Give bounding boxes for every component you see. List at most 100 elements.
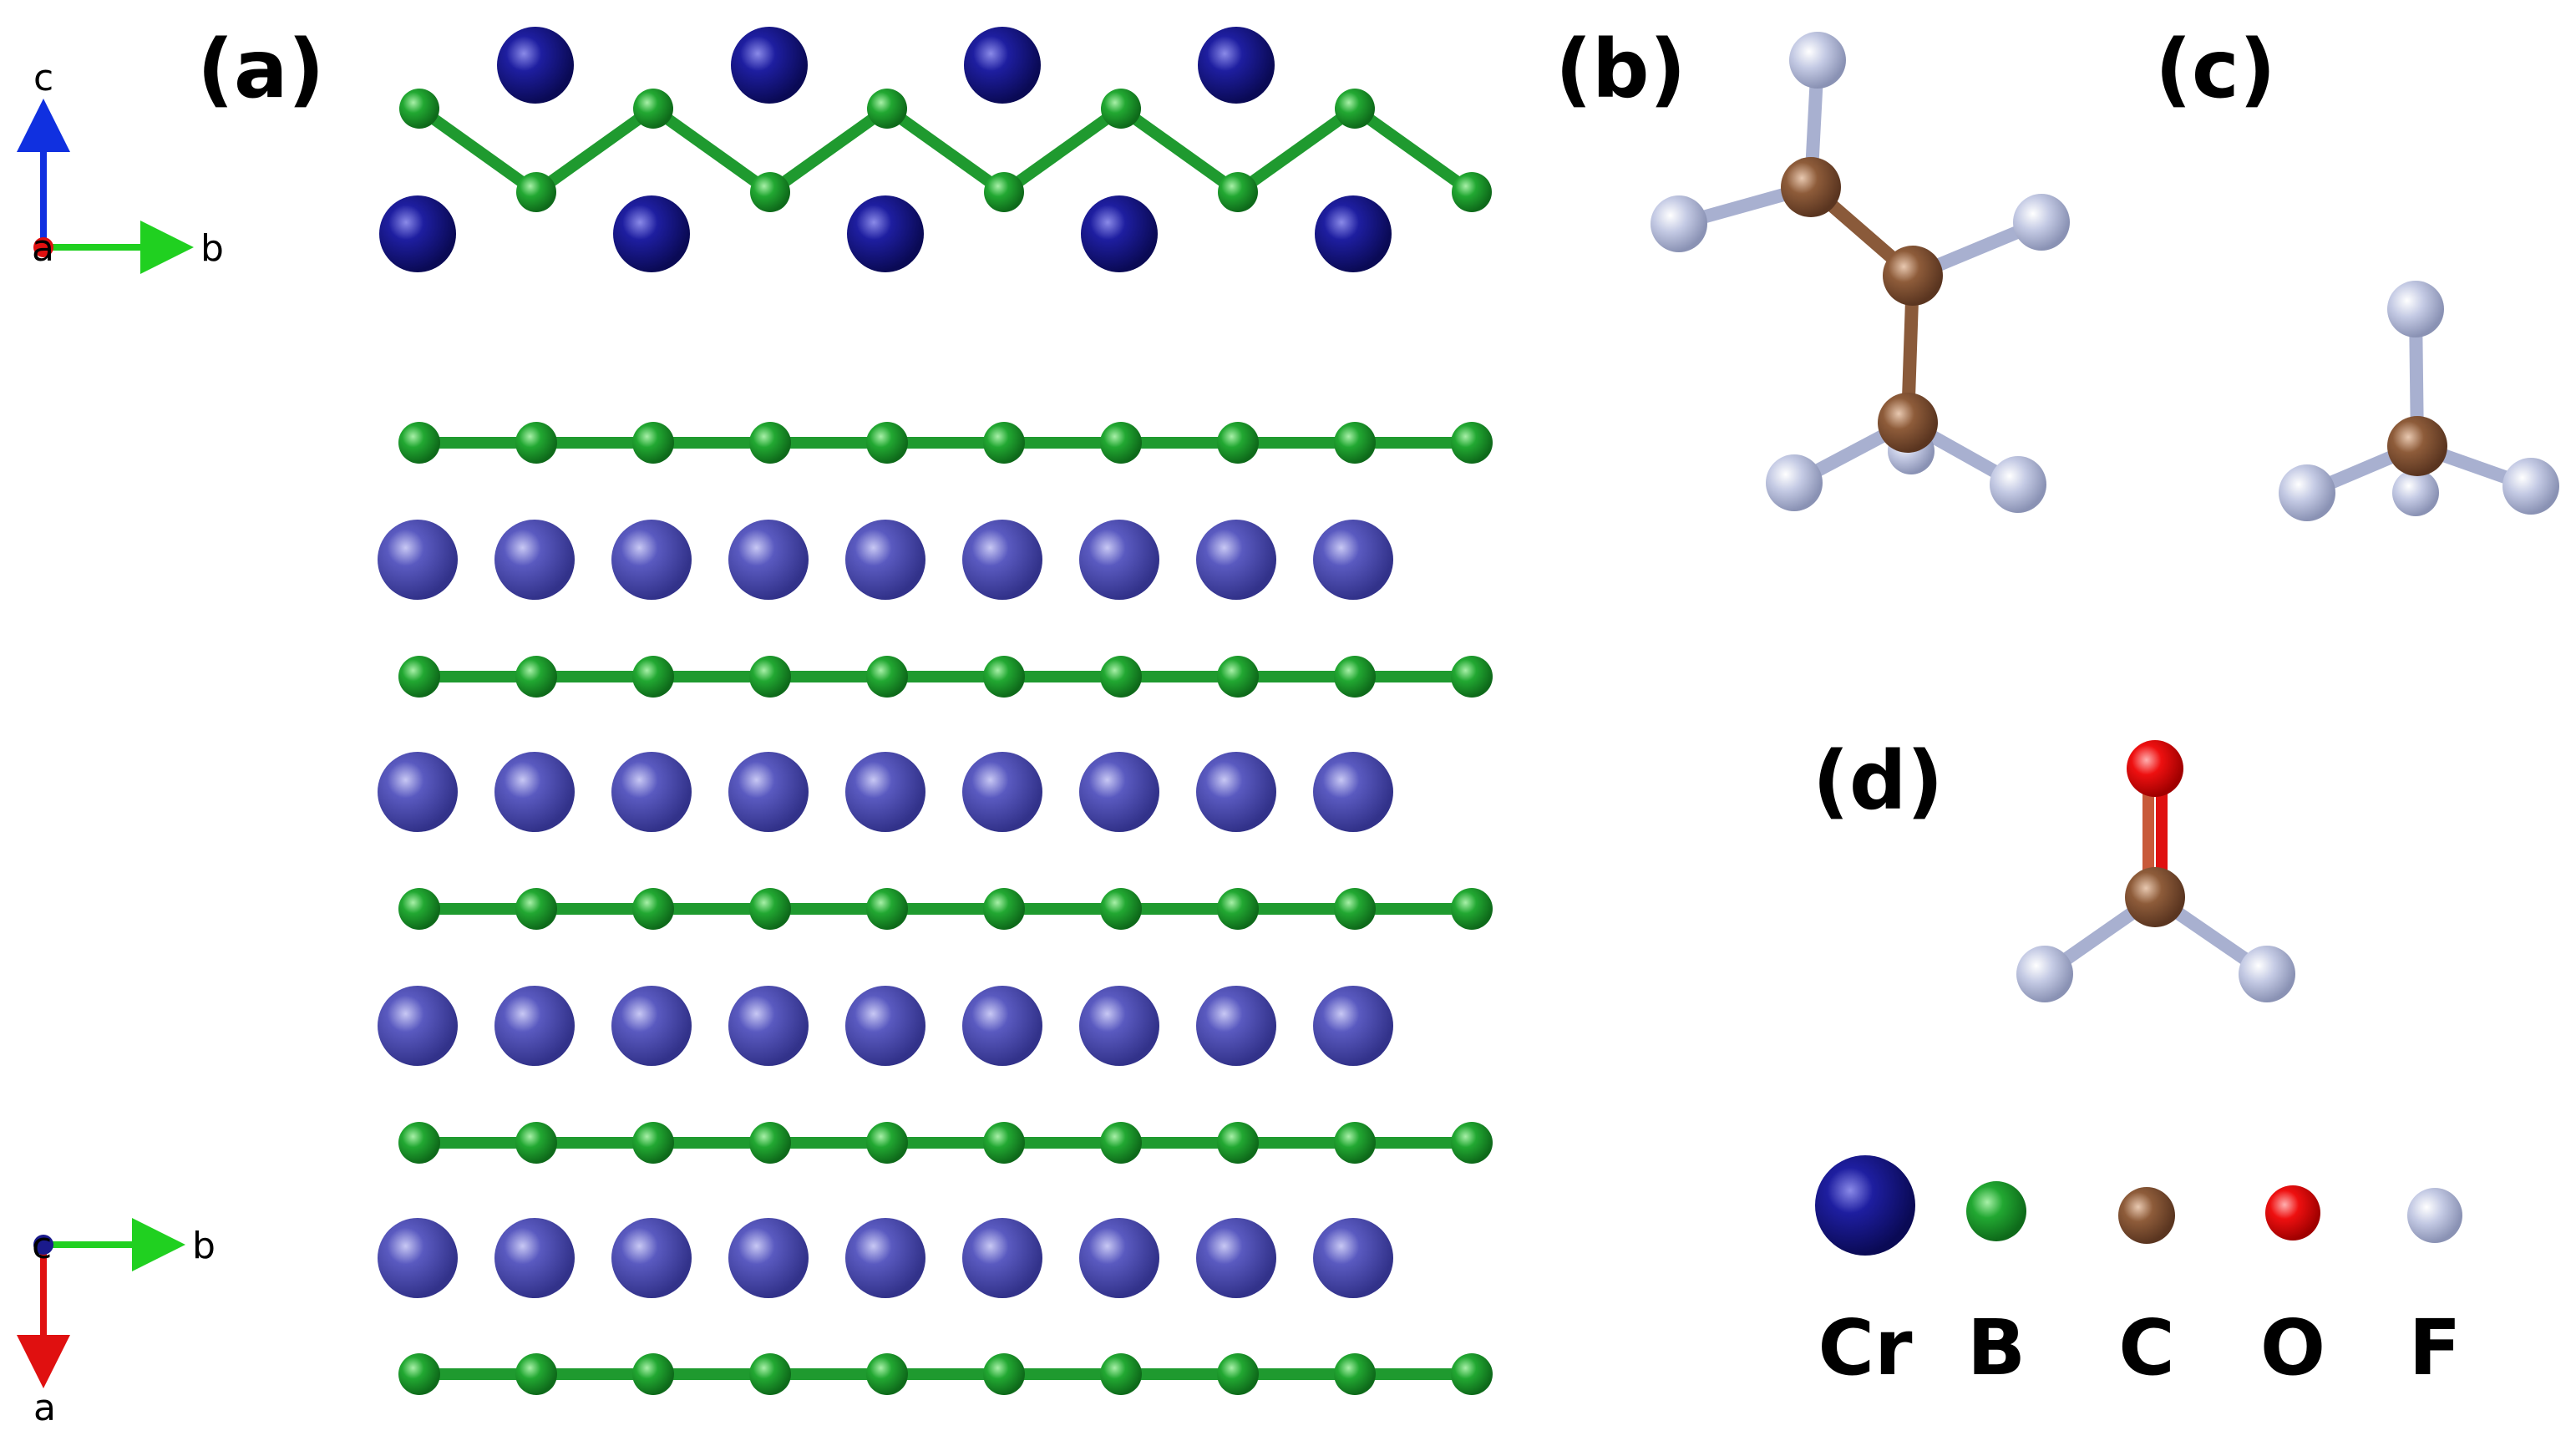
b-atom bbox=[1452, 172, 1492, 212]
b-atom bbox=[515, 1353, 557, 1395]
b-atom bbox=[1100, 888, 1142, 930]
cr-atom bbox=[611, 1218, 692, 1298]
f-atom bbox=[1990, 456, 2046, 513]
b-atom bbox=[983, 656, 1025, 698]
f-atom bbox=[1766, 454, 1823, 511]
b-atom bbox=[1100, 1122, 1142, 1164]
f-atom bbox=[2013, 194, 2070, 251]
b-atom bbox=[750, 172, 790, 212]
b-atom bbox=[984, 172, 1024, 212]
panel-label-c: (c) bbox=[2155, 23, 2276, 116]
b-atom bbox=[1100, 1353, 1142, 1395]
b-atom bbox=[866, 888, 908, 930]
axis-c-origin bbox=[33, 1235, 53, 1255]
cr-atom bbox=[378, 986, 458, 1066]
cr-atom bbox=[378, 752, 458, 832]
b-atom bbox=[1101, 89, 1141, 129]
legend-label-f: F bbox=[2409, 1303, 2462, 1393]
legend-label-b: B bbox=[1967, 1303, 2026, 1393]
cr-atom bbox=[378, 520, 458, 600]
cr-atom bbox=[611, 752, 692, 832]
b-atom bbox=[983, 1122, 1025, 1164]
cr-atom bbox=[613, 195, 690, 272]
panel-c-molecule bbox=[2279, 281, 2559, 521]
c-atom bbox=[1878, 393, 1938, 453]
b-atom bbox=[1451, 656, 1493, 698]
cr-atom bbox=[1196, 1218, 1276, 1298]
b-atom bbox=[866, 1122, 908, 1164]
b-atom bbox=[866, 656, 908, 698]
b-atom bbox=[749, 656, 791, 698]
b-atom bbox=[398, 888, 440, 930]
cr-atom bbox=[1079, 752, 1159, 832]
cr-atom bbox=[1198, 27, 1275, 104]
cr-atom bbox=[731, 27, 808, 104]
b-atom bbox=[983, 422, 1025, 464]
b-atom bbox=[1217, 888, 1259, 930]
axis-label-a-top: a bbox=[33, 1387, 56, 1429]
cr-atom bbox=[962, 1218, 1042, 1298]
cr-atom bbox=[1313, 986, 1393, 1066]
f-atom bbox=[2279, 464, 2335, 521]
cr-atom bbox=[494, 1218, 575, 1298]
b-atom bbox=[1100, 656, 1142, 698]
b-b-bond bbox=[764, 103, 893, 198]
b-atom bbox=[516, 172, 556, 212]
cr-atom bbox=[845, 986, 925, 1066]
b-atom bbox=[1217, 1353, 1259, 1395]
f-atom bbox=[2387, 281, 2444, 337]
b-atom bbox=[632, 888, 674, 930]
legend-label-o: O bbox=[2260, 1303, 2325, 1393]
b-atom bbox=[866, 1353, 908, 1395]
f-atom bbox=[2502, 458, 2559, 515]
c-atom bbox=[1781, 157, 1841, 217]
cr-atom bbox=[728, 520, 809, 600]
cr-atom bbox=[1196, 752, 1276, 832]
legend-label-cr: Cr bbox=[1818, 1303, 1914, 1393]
b-atom bbox=[749, 422, 791, 464]
legend-c-atom bbox=[2118, 1187, 2175, 1244]
cr-atom bbox=[964, 27, 1041, 104]
cr-atom bbox=[1313, 1218, 1393, 1298]
b-atom bbox=[1100, 422, 1142, 464]
cr-atom bbox=[845, 752, 925, 832]
b-atom bbox=[399, 89, 439, 129]
f-atom bbox=[2239, 946, 2295, 1002]
b-atom bbox=[398, 1122, 440, 1164]
legend-cr-atom bbox=[1815, 1155, 1915, 1256]
cr-atom bbox=[1079, 1218, 1159, 1298]
b-atom bbox=[1334, 656, 1376, 698]
cr-atom bbox=[728, 1218, 809, 1298]
b-b-bond bbox=[1232, 103, 1361, 198]
cr-atom bbox=[847, 195, 924, 272]
b-atom bbox=[632, 422, 674, 464]
axis-label-b-top: b bbox=[192, 1225, 216, 1267]
b-b-bond bbox=[1349, 103, 1478, 198]
cr-atom bbox=[494, 752, 575, 832]
cr-atom bbox=[962, 986, 1042, 1066]
f-atom bbox=[2392, 469, 2439, 516]
b-atom bbox=[983, 1353, 1025, 1395]
cr-atom bbox=[845, 520, 925, 600]
f-atom bbox=[1651, 195, 1707, 252]
cr-atom bbox=[728, 752, 809, 832]
b-b-bond bbox=[881, 103, 1010, 198]
b-atom bbox=[632, 656, 674, 698]
b-b-bond bbox=[647, 103, 776, 198]
b-atom bbox=[749, 1122, 791, 1164]
cr-atom bbox=[497, 27, 574, 104]
b-atom bbox=[633, 89, 673, 129]
cr-atom bbox=[1313, 752, 1393, 832]
b-atom bbox=[515, 1122, 557, 1164]
cr-atom bbox=[494, 520, 575, 600]
b-atom bbox=[1451, 888, 1493, 930]
cr-atom bbox=[728, 986, 809, 1066]
cr-atom bbox=[378, 1218, 458, 1298]
cr-atom bbox=[611, 986, 692, 1066]
b-atom bbox=[866, 422, 908, 464]
b-atom bbox=[515, 656, 557, 698]
cr-atom bbox=[962, 520, 1042, 600]
panel-a-crystal bbox=[378, 27, 1493, 1395]
b-b-bond bbox=[1115, 103, 1244, 198]
